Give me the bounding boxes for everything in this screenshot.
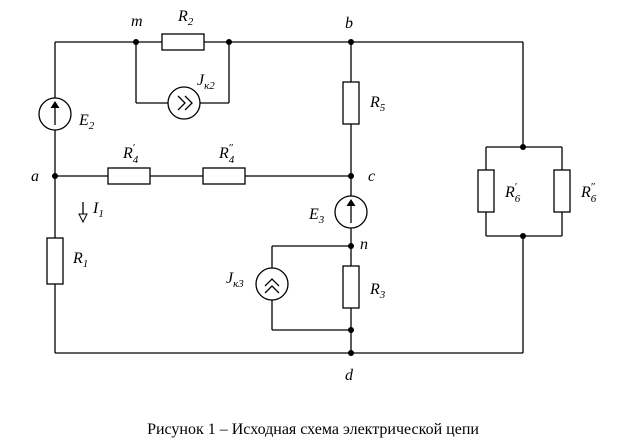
current-source-jk2-icon <box>167 86 201 120</box>
label-jk2: Jк2 <box>197 72 215 92</box>
junction-c <box>348 173 354 179</box>
emf-source-e3-icon <box>334 195 368 229</box>
label-r4-double-prime: R4″ <box>218 142 235 166</box>
wires <box>54 41 563 354</box>
figure-caption: Рисунок 1 – Исходная схема электрической… <box>147 421 479 438</box>
junction-b <box>348 39 354 45</box>
label-r1: R1 <box>72 250 88 270</box>
label-r6-double-prime: R6″ <box>580 181 597 205</box>
current-arrow-i1-icon <box>78 202 88 224</box>
resistor-r1 <box>46 237 64 285</box>
resistor-r5 <box>342 81 360 125</box>
node-label-c: c <box>368 168 375 185</box>
node-label-b: b <box>345 15 353 32</box>
junction-d <box>348 350 354 356</box>
label-r2: R2 <box>177 8 194 28</box>
label-jk3: Jк3 <box>226 270 244 290</box>
emf-source-e2-icon <box>38 97 72 131</box>
label-i1: I1 <box>92 200 104 220</box>
resistor-r6-prime <box>477 169 495 213</box>
label-r6-prime: R6′ <box>504 181 521 205</box>
node-label-d: d <box>345 367 354 384</box>
junction-r6-top <box>520 144 526 150</box>
junction-r3-bottom <box>348 327 354 333</box>
resistor-r3 <box>342 265 360 309</box>
label-r4-prime: R4′ <box>122 142 139 166</box>
label-r3: R3 <box>369 281 386 301</box>
node-label-n: n <box>360 236 368 253</box>
resistor-r6-double-prime <box>553 169 571 213</box>
label-r5: R5 <box>369 94 386 114</box>
node-label-a: a <box>31 168 39 185</box>
resistor-r4-double-prime <box>202 167 246 185</box>
current-source-jk3-icon <box>255 267 289 301</box>
junction-r6-bottom <box>520 233 526 239</box>
junctions <box>52 39 526 356</box>
label-e2: E2 <box>78 112 95 132</box>
junction-m <box>133 39 139 45</box>
junction-n <box>348 243 354 249</box>
junction-a <box>52 173 58 179</box>
resistor-r2 <box>161 33 205 51</box>
resistor-r4-prime <box>107 167 151 185</box>
node-label-m: m <box>131 13 143 30</box>
label-e3: E3 <box>308 206 325 226</box>
junction-m-right <box>226 39 232 45</box>
